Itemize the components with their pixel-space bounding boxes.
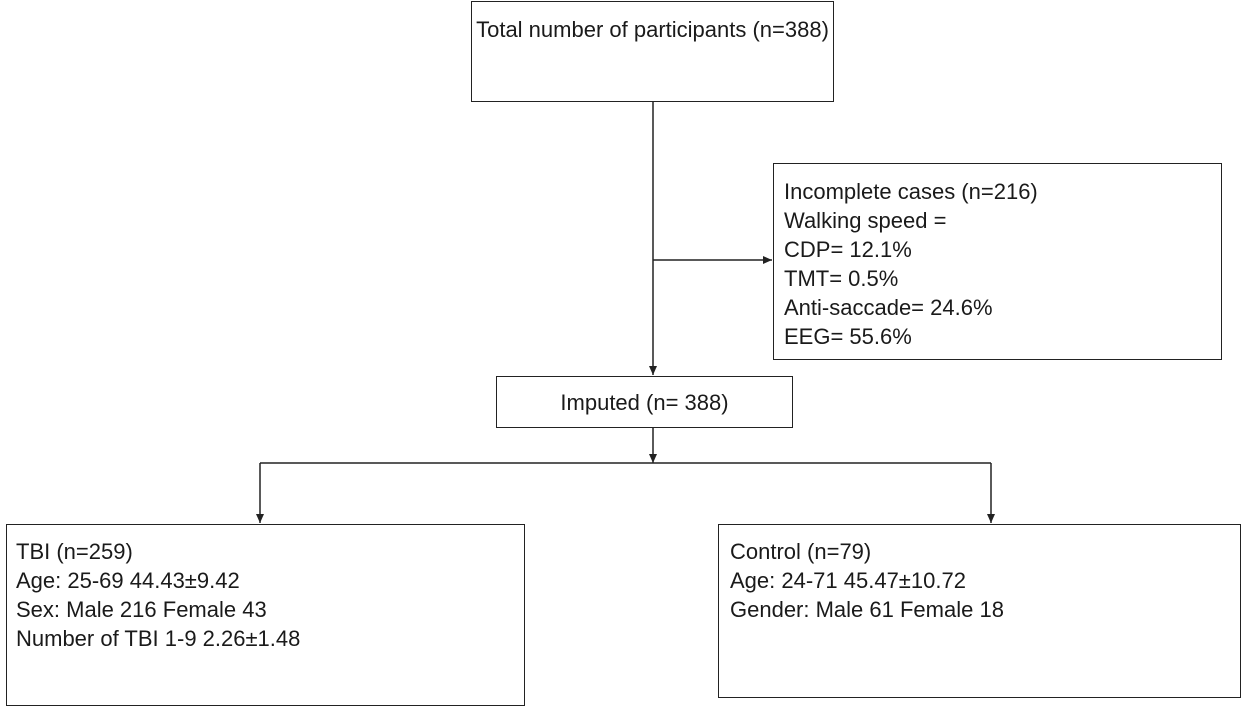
- node-imputed-title: Imputed (n= 388): [560, 390, 729, 415]
- node-control-title: Control (n=79): [730, 539, 872, 564]
- node-tbi-sex: Sex: Male 216 Female 43: [16, 597, 267, 622]
- node-incomplete-title: Incomplete cases (n=216): [784, 179, 1038, 204]
- node-control: Control (n=79) Age: 24-71 45.47±10.72 Ge…: [718, 524, 1241, 698]
- node-incomplete-cdp: CDP= 12.1%: [784, 237, 912, 262]
- node-control-age: Age: 24-71 45.47±10.72: [730, 568, 966, 593]
- node-tbi-title: TBI (n=259): [16, 539, 133, 564]
- node-incomplete-anti-saccade: Anti-saccade= 24.6%: [784, 295, 993, 320]
- node-total-title: Total number of participants (n=388): [476, 17, 829, 42]
- node-control-gender: Gender: Male 61 Female 18: [730, 597, 1004, 622]
- node-tbi: TBI (n=259) Age: 25-69 44.43±9.42 Sex: M…: [6, 524, 525, 706]
- node-imputed: Imputed (n= 388): [496, 376, 793, 428]
- node-tbi-number: Number of TBI 1-9 2.26±1.48: [16, 626, 301, 651]
- node-tbi-age: Age: 25-69 44.43±9.42: [16, 568, 240, 593]
- node-incomplete-eeg: EEG= 55.6%: [784, 324, 912, 349]
- node-total-participants: Total number of participants (n=388): [471, 1, 834, 102]
- node-incomplete-cases: Incomplete cases (n=216) Walking speed =…: [773, 163, 1222, 360]
- node-incomplete-walking-speed: Walking speed =: [784, 208, 947, 233]
- node-incomplete-tmt: TMT= 0.5%: [784, 266, 899, 291]
